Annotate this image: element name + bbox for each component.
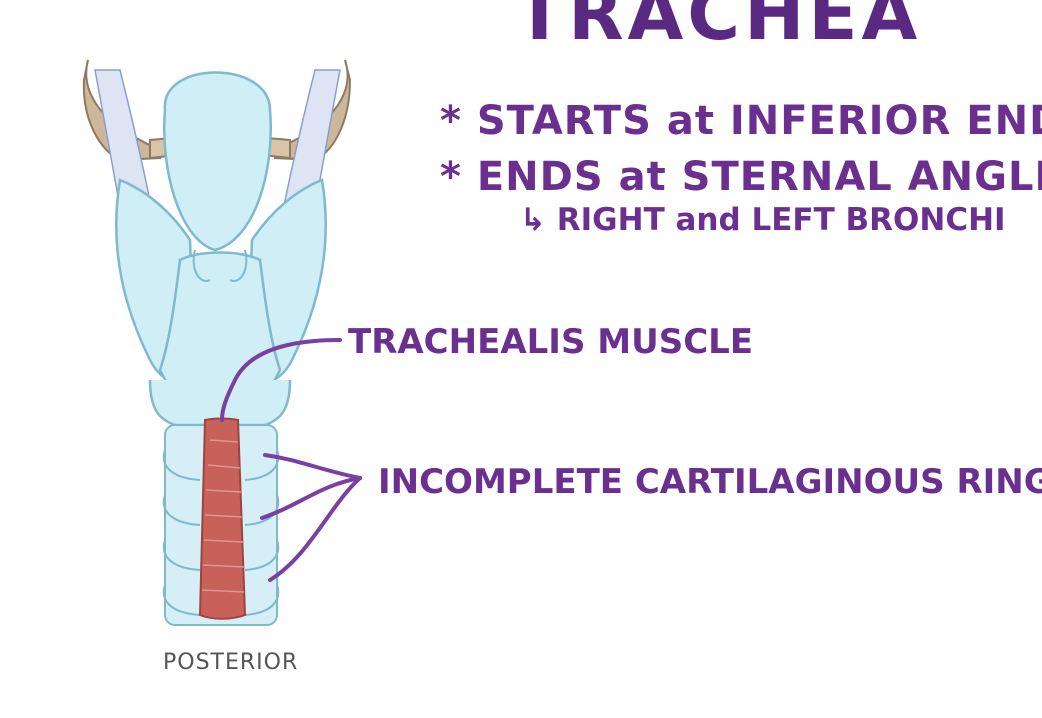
bullet-starts: * STARTS at INFERIOR END of L — [440, 98, 1042, 144]
bullet-text: ENDS at STERNAL ANGLE (T — [476, 154, 1042, 200]
sub-bullet-text: RIGHT and LEFT BRONCHI — [556, 202, 1006, 238]
arrow-return-icon: ↳ — [520, 202, 546, 238]
bullet-text: STARTS at INFERIOR END of L — [476, 98, 1042, 144]
leader-lines — [220, 338, 362, 582]
page-title: TRACHEA — [515, 0, 922, 56]
epiglottis — [163, 71, 272, 252]
label-trachealis-muscle: TRACHEALIS MUSCLE — [348, 322, 754, 362]
cricoid-cartilage — [148, 249, 292, 427]
bullet-marker: * — [440, 98, 462, 144]
bullet-ends: * ENDS at STERNAL ANGLE (T — [440, 154, 1042, 200]
trachealis-muscle — [198, 417, 247, 620]
view-caption: POSTERIOR — [163, 650, 299, 675]
label-cartilaginous-rings: INCOMPLETE CARTILAGINOUS RINGS — [378, 462, 1042, 502]
sub-bullet-bronchi: ↳ RIGHT and LEFT BRONCHI — [520, 202, 1006, 238]
bullet-marker: * — [440, 154, 462, 200]
